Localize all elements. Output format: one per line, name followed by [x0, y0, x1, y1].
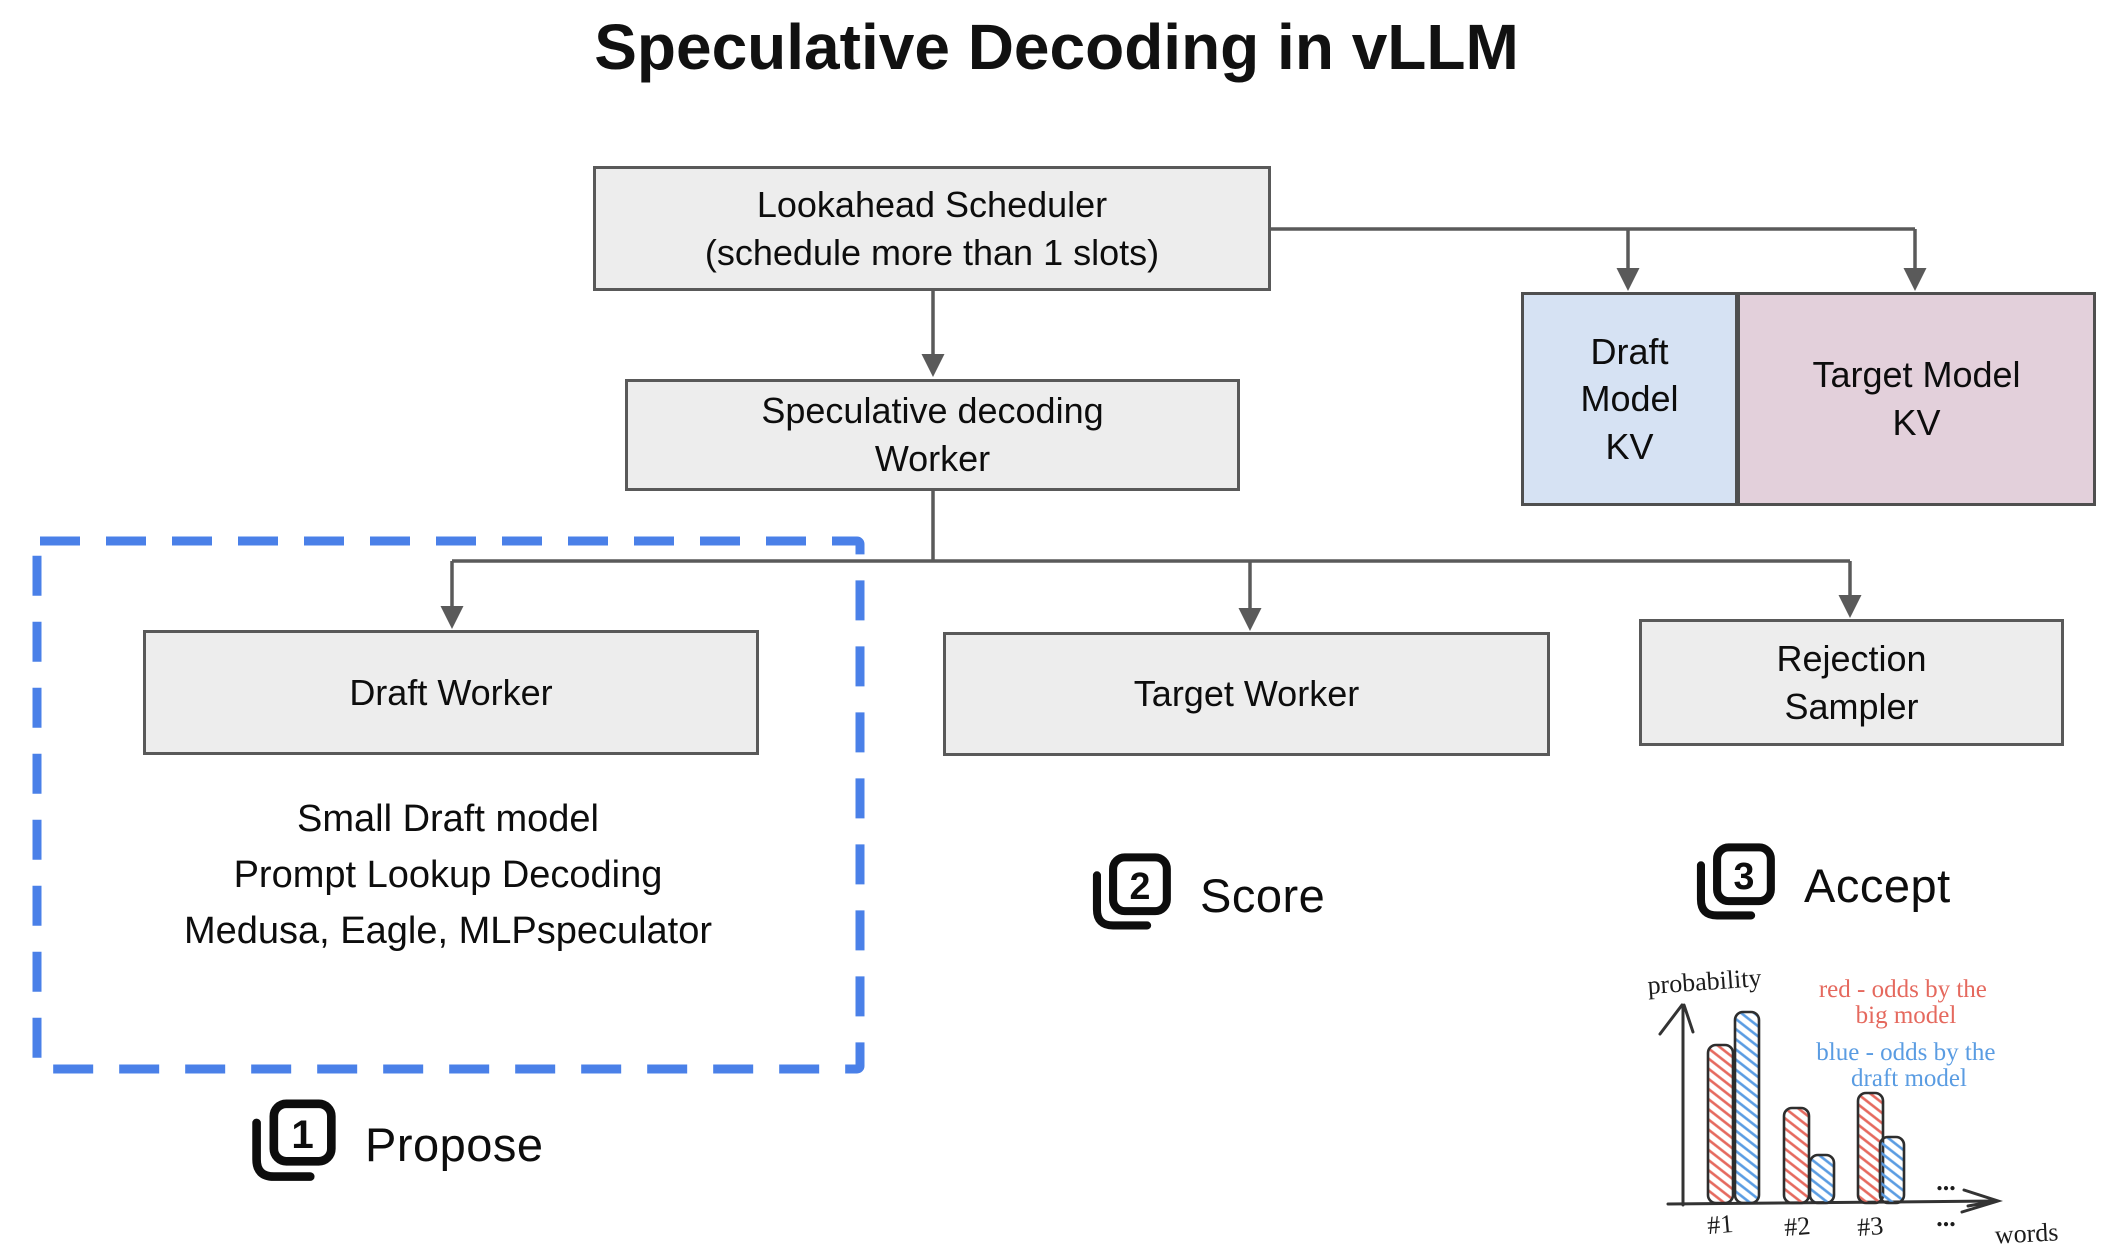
step-score: 2 Score [1088, 852, 1325, 938]
node-lookahead-scheduler: Lookahead Scheduler (schedule more than … [593, 166, 1271, 291]
step-number: 1 [291, 1112, 313, 1157]
arrowhead [921, 354, 945, 377]
chart-legend: red - odds by the big model blue - odds … [1816, 976, 2001, 1092]
arrowhead [1903, 268, 1927, 291]
arrowhead [1238, 608, 1262, 631]
node-rejection-sampler: Rejection Sampler [1639, 619, 2064, 746]
draft-option-line: Prompt Lookup Decoding [233, 854, 663, 896]
node-target-worker: Target Worker [943, 632, 1550, 756]
step-number: 3 [1733, 855, 1754, 897]
draft-option-line: Medusa, Eagle, MLPspeculator [183, 910, 713, 952]
arrowhead [1616, 268, 1640, 291]
bar-blue-2 [1808, 1153, 1836, 1205]
chart-bars [1706, 1010, 1906, 1205]
bar-red-1 [1706, 1043, 1735, 1205]
propose-dashed-box [32, 536, 865, 1074]
x-axis-arrowhead [1960, 1188, 2003, 1214]
draft-options-text: Small Draft model Prompt Lookup Decoding… [40, 791, 856, 959]
node-target-model-kv: Target Model KV [1737, 292, 2096, 506]
bar-red-2 [1782, 1106, 1811, 1205]
arrowhead [440, 606, 464, 629]
tick-label-3: #3 [1856, 1211, 1884, 1242]
step-label: Score [1200, 868, 1326, 922]
probability-chart-svg: probability #1 #2 #3 ... ... words red -… [1646, 963, 2059, 1247]
filter-1-icon: 1 [252, 1099, 336, 1181]
legend-red: red - odds by the big model [1819, 976, 1993, 1029]
tick-label-2: #2 [1783, 1211, 1811, 1242]
y-axis-label: probability [1646, 963, 1762, 1000]
step-label: Propose [365, 1117, 544, 1171]
draft-option-line: Small Draft model [297, 798, 599, 840]
node-draft-model-kv: Draft Model KV [1521, 292, 1738, 506]
connector-lines [450, 227, 1917, 616]
page-title: Speculative Decoding in vLLM [594, 11, 1519, 83]
arrowhead [1838, 595, 1862, 618]
y-axis-arrowhead [1658, 1003, 1695, 1036]
bar-blue-3 [1878, 1135, 1906, 1205]
node-draft-worker: Draft Worker [143, 630, 759, 755]
node-speculative-decoding-worker: Speculative decoding Worker [625, 379, 1240, 491]
ellipsis-lower: ... [1936, 1203, 1956, 1232]
connector-arrowheads [440, 268, 1927, 631]
bar-blue-1 [1733, 1010, 1761, 1205]
ellipsis-upper: ... [1936, 1167, 1956, 1196]
step-accept: 3 Accept [1692, 842, 1951, 928]
filter-3-icon: 3 [1696, 843, 1775, 920]
filter-2-icon: 2 [1092, 853, 1171, 930]
x-axis-label: words [1994, 1217, 2059, 1247]
legend-blue: blue - odds by the draft model [1816, 1039, 2001, 1092]
step-label: Accept [1804, 858, 1951, 912]
tick-label-1: #1 [1706, 1209, 1734, 1240]
step-propose: 1 Propose [247, 1098, 544, 1190]
step-number: 2 [1129, 865, 1150, 907]
probability-chart: probability #1 #2 #3 ... ... words red -… [1628, 950, 2113, 1247]
